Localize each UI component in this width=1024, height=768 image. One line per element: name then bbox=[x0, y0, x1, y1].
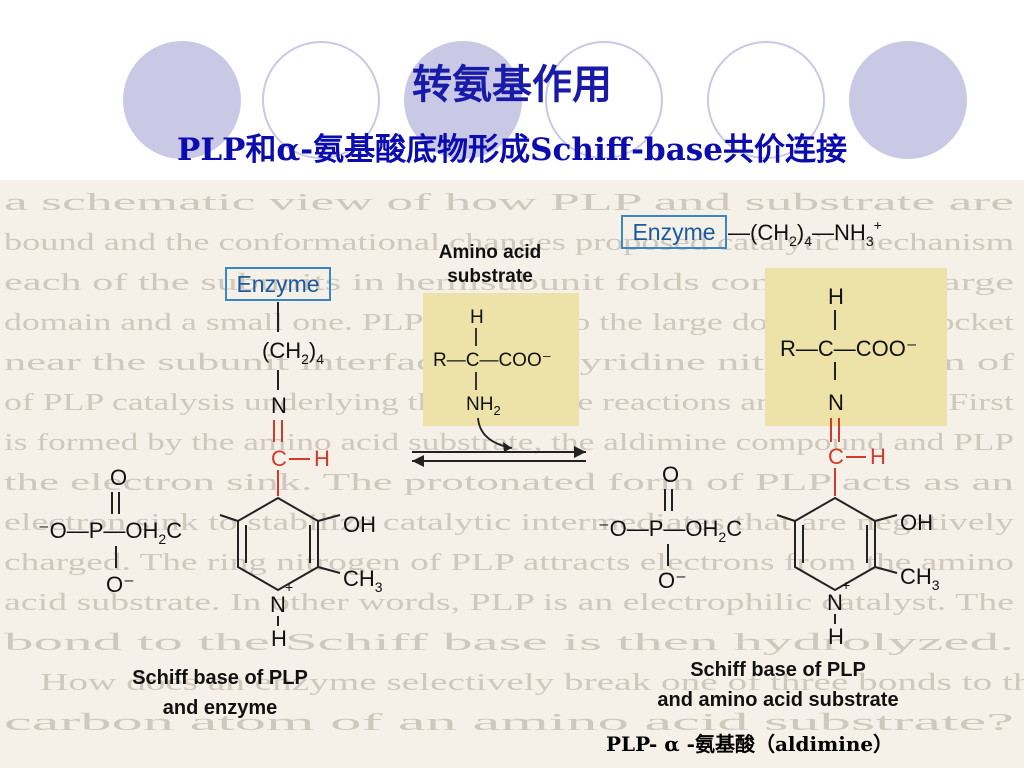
background-text-line: electron sink to stabilize catalytic int… bbox=[4, 510, 1014, 536]
left-enzyme-box bbox=[225, 267, 331, 301]
background-text-line: bond to the Schiff base is then hydrolyz… bbox=[4, 630, 1014, 656]
background-text-line: bound and the conformational changes pro… bbox=[4, 230, 1014, 256]
right-ring-plus: + bbox=[842, 577, 850, 593]
left-phosphate-group: ⁻O—P—OH2C bbox=[38, 518, 182, 547]
right-released-chain: —(CH2)4—NH3+ bbox=[728, 217, 882, 249]
left-ring-n: N bbox=[270, 592, 286, 617]
left-phosphate-o-bottom: O⁻ bbox=[106, 572, 135, 597]
substrate-label-line2: substrate bbox=[447, 266, 533, 287]
left-caption-line1: Schiff base of PLP bbox=[132, 667, 308, 689]
decor-circle bbox=[262, 41, 380, 159]
substrate-box bbox=[423, 293, 579, 426]
left-ch2-chain: (CH2)4 bbox=[262, 338, 324, 367]
right-backbone: R—C—COO⁻ bbox=[780, 336, 918, 361]
decor-circle bbox=[849, 41, 967, 159]
bond bbox=[776, 514, 796, 522]
background-text-line: charged. The ring nitrogen of PLP attrac… bbox=[4, 550, 1014, 576]
slide-caption: PLP- α -氨基酸（aldimine） bbox=[606, 732, 894, 756]
slide-title: 转氨基作用 bbox=[412, 61, 612, 108]
right-enzyme-box bbox=[621, 215, 727, 249]
right-phosphate-group: ⁻O—P—OH2C bbox=[598, 516, 742, 545]
background-text-line: acid substrate. In other words, PLP is a… bbox=[4, 590, 1014, 616]
substrate-label-line1: Amino acid bbox=[439, 242, 541, 263]
right-caption-line1: Schiff base of PLP bbox=[690, 659, 866, 681]
bond bbox=[874, 514, 898, 522]
left-n-atom: N bbox=[271, 393, 287, 418]
right-ch3: CH3 bbox=[900, 564, 940, 593]
left-ring-h: H bbox=[271, 626, 287, 651]
left-enzyme-label: Enzyme bbox=[236, 271, 319, 297]
substrate-structure: Amino acid substrate H R—C—COO⁻ NH2 bbox=[423, 242, 579, 426]
right-n-atom: N bbox=[828, 390, 844, 415]
bond bbox=[219, 514, 239, 522]
decor-circle bbox=[123, 41, 241, 159]
left-c-atom: C bbox=[271, 446, 287, 471]
bond bbox=[317, 514, 341, 522]
left-oh: OH bbox=[343, 512, 376, 537]
left-phosphate-o-top: O bbox=[110, 465, 127, 490]
right-enzyme-label: Enzyme bbox=[632, 219, 715, 245]
left-h-atom: H bbox=[314, 446, 330, 471]
substrate-backbone: R—C—COO⁻ bbox=[433, 350, 552, 371]
right-oh: OH bbox=[900, 510, 933, 535]
right-c-atom: C bbox=[828, 444, 844, 469]
background-text-line: carbon atom of an amino acid substrate? bbox=[4, 710, 1014, 736]
right-structure: Enzyme —(CH2)4—NH3+ H R—C—COO⁻ N C H OH … bbox=[598, 215, 947, 711]
bond bbox=[874, 566, 898, 574]
reaction-figure: a schematic view of how PLP and substrat… bbox=[0, 180, 1024, 768]
substrate-h: H bbox=[470, 307, 484, 328]
right-ring-n: N bbox=[827, 590, 843, 615]
equilibrium-arrow-head bbox=[412, 455, 424, 467]
right-substrate-box bbox=[765, 268, 947, 426]
right-h-atom: H bbox=[870, 444, 886, 469]
right-h: H bbox=[828, 284, 844, 309]
right-phosphate-o-bottom: O⁻ bbox=[658, 568, 687, 593]
background-text-line: a schematic view of how PLP and substrat… bbox=[4, 190, 1014, 216]
left-structure: Enzyme (CH2)4 N C H OH CH3 N + H O bbox=[38, 267, 383, 719]
bond bbox=[317, 566, 341, 574]
decor-circle bbox=[545, 41, 663, 159]
decor-circle bbox=[707, 41, 825, 159]
right-phosphate-o-top: O bbox=[662, 462, 679, 487]
left-ring-plus: + bbox=[285, 579, 293, 595]
background-text-line: the electron sink. The protonated form o… bbox=[4, 470, 1014, 496]
left-caption-line2: and enzyme bbox=[163, 697, 277, 719]
right-caption-line2: and amino acid substrate bbox=[657, 689, 898, 711]
curved-arrow-head bbox=[503, 442, 512, 452]
right-ring-h: H bbox=[828, 624, 844, 649]
equilibrium-arrow-head bbox=[574, 446, 586, 458]
left-ch3: CH3 bbox=[343, 566, 383, 595]
decor-circle bbox=[404, 41, 522, 159]
slide-subtitle: PLP和α-氨基酸底物形成Schiff-base共价连接 bbox=[177, 132, 847, 168]
substrate-nh2: NH2 bbox=[466, 394, 501, 418]
background-text-line: How does an enzyme selectively break one… bbox=[40, 670, 1024, 696]
